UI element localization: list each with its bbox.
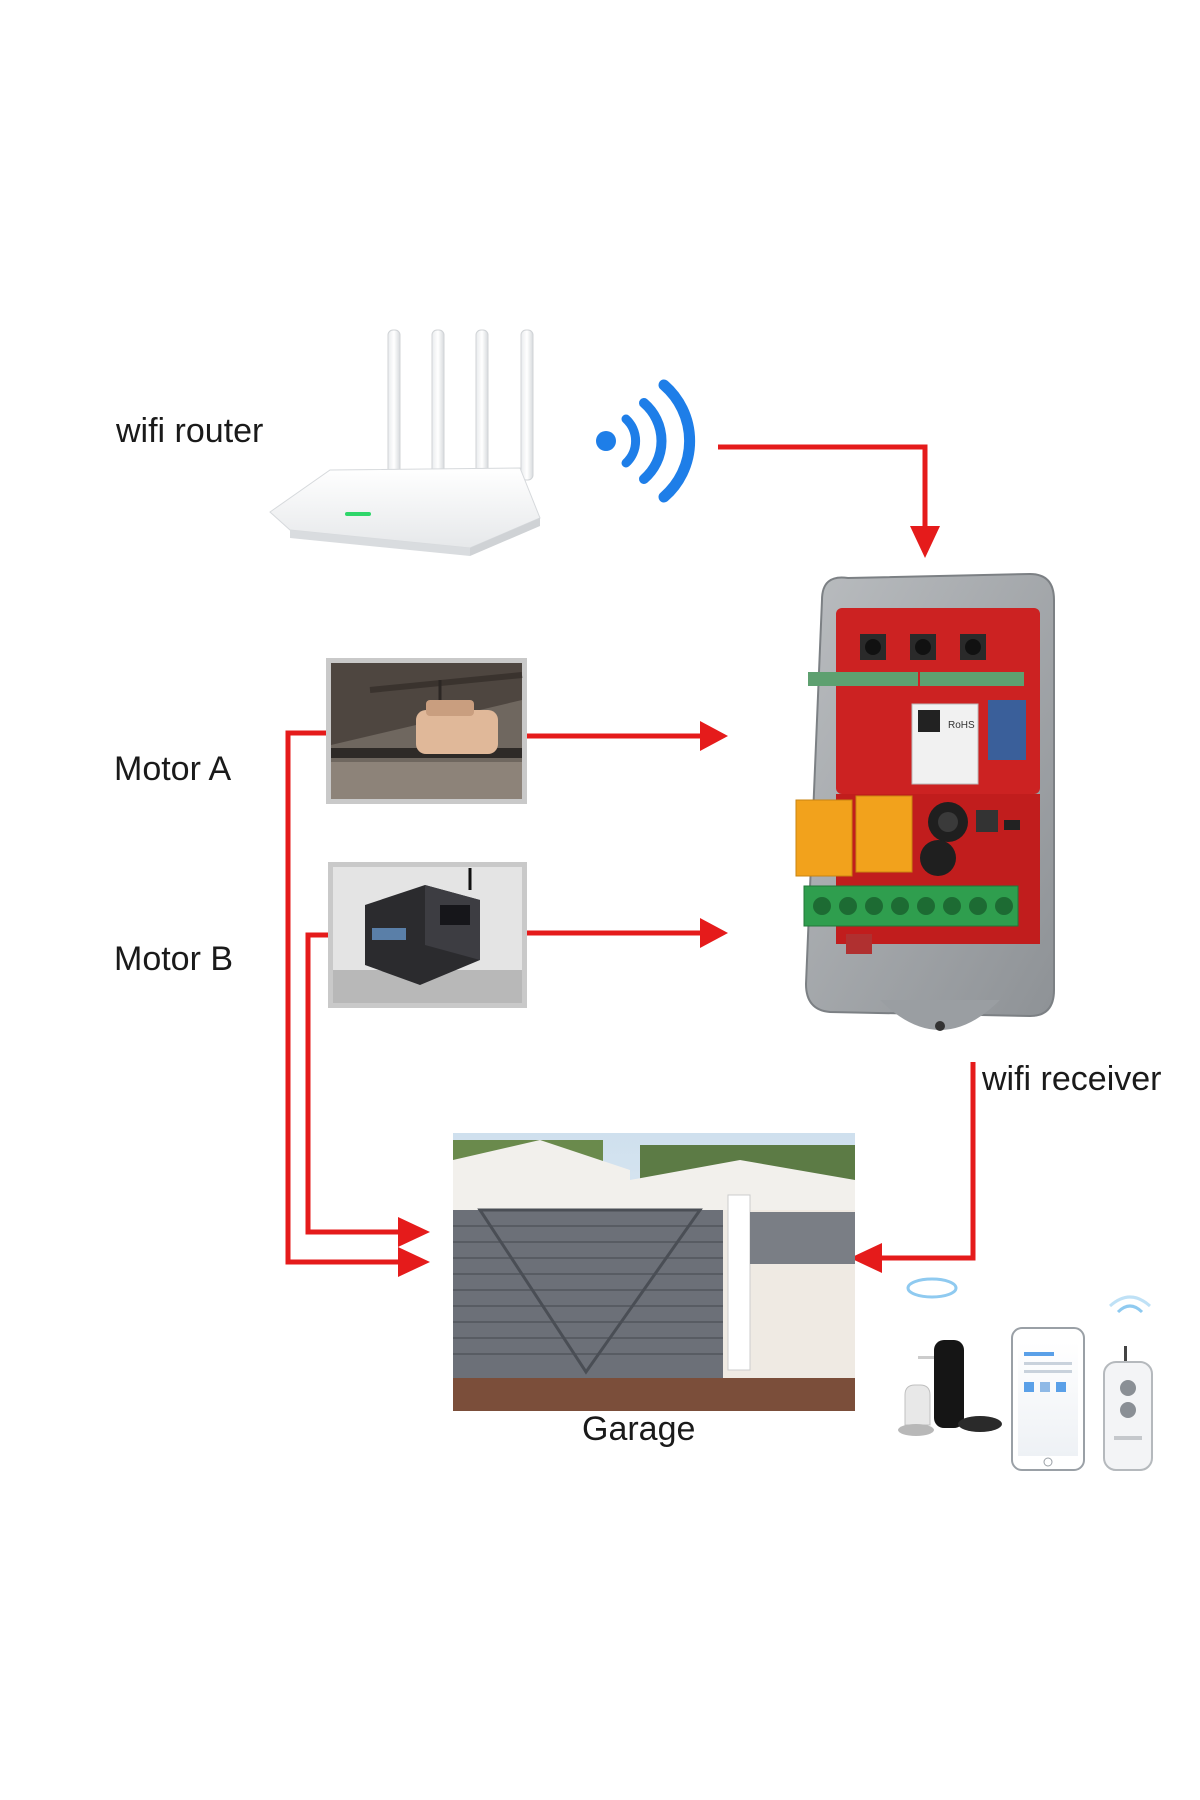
wifi-receiver-label: wifi receiver — [982, 1060, 1162, 1098]
wifi-router-icon — [269, 329, 541, 556]
connection-arrows — [285, 444, 976, 1265]
arrow-motor-a-to-garage — [285, 730, 398, 1265]
motor-a-label: Motor A — [114, 750, 232, 788]
smartphone-app-icon — [1011, 1327, 1085, 1471]
ceiling-motor-icon — [326, 658, 527, 804]
motor-b-label: Motor B — [114, 940, 234, 978]
remote-control-icon — [1103, 1295, 1153, 1471]
arrow-heads — [398, 526, 940, 1277]
arrow-signal-to-receiver — [718, 444, 928, 528]
arrow-receiver-to-garage — [880, 1062, 976, 1261]
sliding-gate-icon — [453, 1133, 855, 1411]
arrow-motor-b-to-garage — [305, 932, 398, 1235]
wifi-receiver-board-icon: RoHS — [795, 572, 1055, 1031]
wifi-router-label: wifi router — [116, 412, 264, 450]
wifi-signal-icon — [596, 379, 696, 503]
smart-speaker-icon — [898, 1277, 1002, 1436]
garage-label: Garage — [582, 1410, 696, 1448]
module-rohs-text: RoHS — [948, 720, 975, 731]
gate-motor-icon — [328, 862, 527, 1008]
